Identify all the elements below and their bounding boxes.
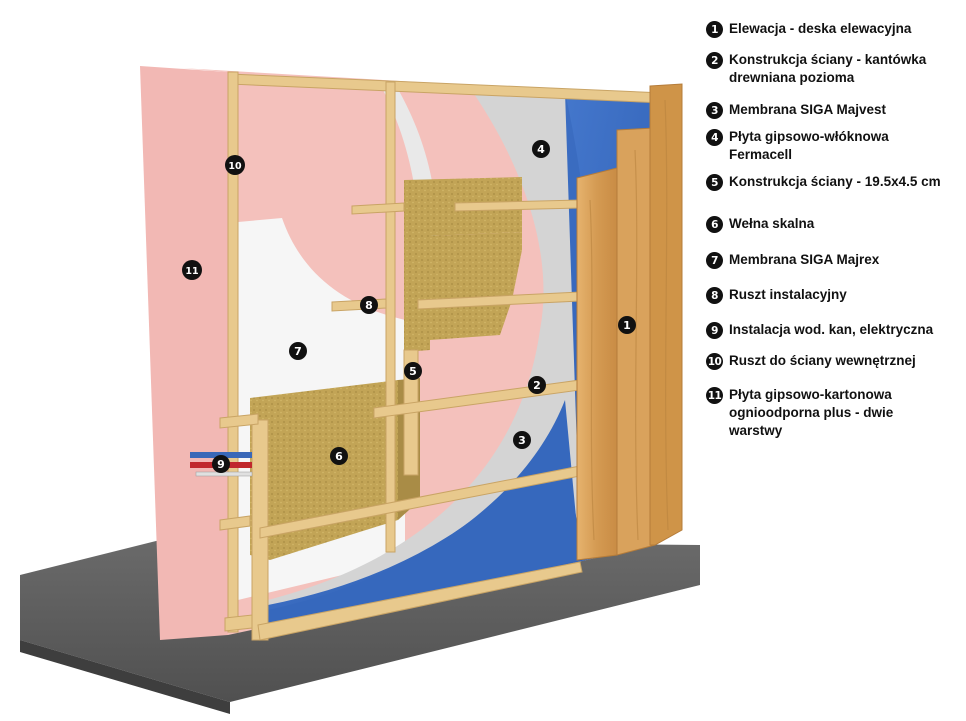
timber-frame [219,71,659,641]
batten-bottom-left [219,515,251,531]
legend-item-1: 1 Elewacja - deska elewacyjna [706,20,962,38]
legend-label: Membrana SIGA Majrex [729,252,880,267]
batten-upper-short [351,202,405,215]
legend-item-3: 3 Membrana SIGA Majvest [706,101,962,119]
floor-slab-edge [20,640,230,714]
legend-number: 3 [706,102,723,119]
legend-item-11: 11 Płyta gipsowo-kartonowa ognioodporna … [706,386,962,440]
legend-item-6: 6 Wełna skalna [706,215,962,233]
batten-lower-left [219,413,259,429]
legend-number: 6 [706,216,723,233]
legend-number: 4 [706,129,723,146]
legend-label: Elewacja - deska elewacyjna [729,21,912,36]
legend-item-10: 10 Ruszt do ściany wewnętrznej [706,352,962,370]
marker-5: 5 [404,362,422,380]
marker-11: 11 [182,260,202,280]
legend-number: 9 [706,322,723,339]
legend-item-5: 5 Konstrukcja ściany - 19.5x4.5 cm [706,173,962,191]
svg-text:1: 1 [623,319,631,332]
legend: 1 Elewacja - deska elewacyjna 2 Konstruk… [706,0,962,721]
legend-label: Wełna skalna [729,216,815,231]
marker-2: 2 [528,376,546,394]
rock-wool-middle [430,232,522,340]
legend-number: 8 [706,287,723,304]
legend-label: Konstrukcja ściany - 19.5x4.5 cm [729,174,941,189]
legend-number: 7 [706,252,723,269]
rock-wool-upper [404,177,522,352]
marker-4: 4 [532,140,550,158]
legend-label: Instalacja wod. kan, elektryczna [729,322,934,337]
svg-text:9: 9 [217,458,225,471]
legend-label: Płyta gipsowo-kartonowa ognioodporna plu… [729,387,894,438]
legend-number: 2 [706,52,723,69]
legend-number: 11 [706,387,723,404]
legend-label: Ruszt do ściany wewnętrznej [729,353,916,368]
legend-item-9: 9 Instalacja wod. kan, elektryczna [706,321,962,339]
svg-text:6: 6 [335,450,343,463]
svg-text:5: 5 [409,365,417,378]
svg-text:2: 2 [533,379,541,392]
marker-3: 3 [513,431,531,449]
svg-text:7: 7 [294,345,302,358]
facade-siding [576,83,683,561]
legend-item-7: 7 Membrana SIGA Majrex [706,251,962,269]
marker-6: 6 [330,447,348,465]
marker-8: 8 [360,296,378,314]
legend-number: 5 [706,174,723,191]
legend-label: Membrana SIGA Majvest [729,102,887,117]
svg-text:10: 10 [228,161,242,172]
legend-item-4: 4 Płyta gipsowo-włóknowa Fermacell [706,128,962,164]
svg-text:11: 11 [185,266,198,277]
majvest-membrane-lower [268,400,580,635]
sill-plate [257,561,583,641]
legend-label: Konstrukcja ściany - kantówka drewniana … [729,52,927,85]
legend-number: 10 [706,353,723,370]
legend-item-8: 8 Ruszt instalacyjny [706,286,962,304]
drywall-layer [140,66,228,640]
marker-1: 1 [618,316,636,334]
sill-left [224,614,253,632]
stud-left-outer [227,71,239,633]
legend-number: 1 [706,21,723,38]
legend-label: Ruszt instalacyjny [729,287,847,302]
legend-item-2: 2 Konstrukcja ściany - kantówka drewnian… [706,51,962,87]
marker-7: 7 [289,342,307,360]
svg-text:3: 3 [518,434,526,447]
marker-10: 10 [225,155,245,175]
svg-text:8: 8 [365,299,373,312]
svg-text:4: 4 [537,143,545,156]
stud-interior [385,81,396,553]
marker-9: 9 [212,455,230,473]
legend-label: Płyta gipsowo-włóknowa Fermacell [729,129,889,162]
